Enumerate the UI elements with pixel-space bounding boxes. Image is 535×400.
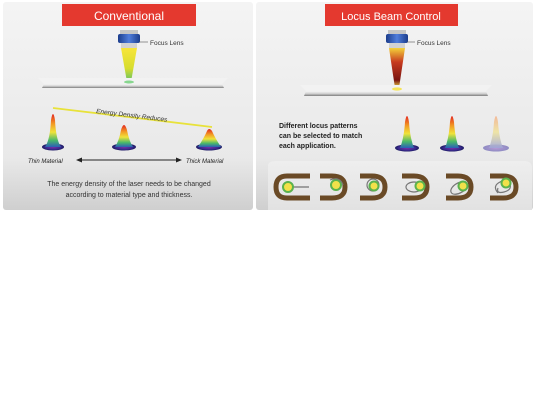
- locus-pattern-figure-eight: [490, 173, 519, 201]
- left-caption-line-1: The energy density of the laser needs to…: [47, 181, 211, 188]
- locus-pattern-circle-lead: [320, 173, 348, 201]
- right-desc-line-1: Different locus patterns: [279, 123, 358, 130]
- locus-pattern-straight: [273, 173, 310, 201]
- laser-comparison-figure: Conventional Focus Lens Energy Density R…: [3, 2, 533, 210]
- right-profile-2: [440, 116, 464, 152]
- locus-pattern-loop-double: [402, 173, 430, 201]
- left-material-plate: [38, 78, 228, 88]
- left-title: Conventional: [94, 9, 164, 23]
- left-laser-beam: [121, 48, 137, 82]
- right-panel: [256, 2, 533, 210]
- right-focus-lens-label: Focus Lens: [417, 40, 451, 47]
- right-profile-1: [395, 116, 419, 152]
- right-desc-line-2: can be selected to match: [279, 133, 362, 140]
- thin-material-profile: [42, 114, 64, 151]
- thick-material-label: Thick Material: [186, 159, 224, 165]
- locus-pattern-oval-diagonal: [446, 173, 474, 201]
- right-material-plate: [300, 85, 492, 96]
- right-profile-3-faded: [483, 116, 509, 152]
- medium-material-profile: [112, 125, 136, 151]
- left-title-banner: Conventional: [62, 4, 196, 26]
- left-focus-lens: [118, 30, 140, 48]
- left-caption-line-2: according to material type and thickness…: [66, 192, 193, 199]
- energy-density-line: [52, 107, 213, 128]
- left-panel: [3, 2, 253, 210]
- thin-material-label: Thin Material: [28, 159, 63, 165]
- locus-pattern-tray: [268, 161, 532, 210]
- right-title-banner: Locus Beam Control: [325, 4, 458, 26]
- right-focus-lens: [386, 30, 408, 48]
- left-focus-lens-label: Focus Lens: [150, 40, 184, 47]
- right-desc-line-3: each application.: [279, 143, 336, 150]
- right-title: Locus Beam Control: [341, 11, 441, 23]
- thick-material-profile: [196, 129, 222, 151]
- right-laser-beam: [389, 48, 405, 88]
- locus-pattern-circle-loop: [360, 173, 388, 201]
